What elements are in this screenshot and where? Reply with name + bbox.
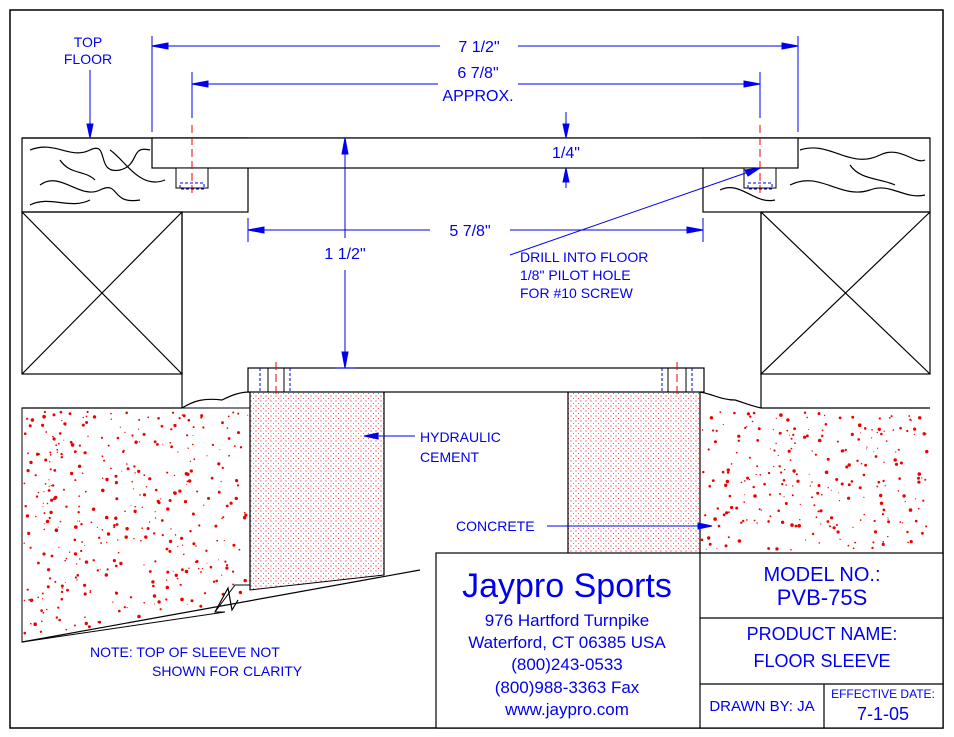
centerlines (191, 125, 761, 395)
dim-opening: 5 7/8" (449, 223, 490, 240)
product-value: FLOOR SLEEVE (753, 651, 890, 671)
label-drill-2: 1/8" PILOT HOLE (520, 267, 631, 283)
effective-date-label: EFFECTIVE DATE: (831, 687, 935, 701)
dim-plate-thickness: 1/4" (552, 145, 580, 162)
model-label: MODEL NO.: (763, 564, 880, 586)
top-plate (151, 137, 799, 190)
note-line-1: NOTE: TOP OF SLEEVE NOT (90, 644, 280, 660)
product-label: PRODUCT NAME: (747, 624, 898, 644)
company-address-2: Waterford, CT 06385 USA (468, 633, 666, 652)
dim-approx-word: APPROX. (442, 88, 513, 105)
joist-right (760, 211, 931, 408)
label-hydraulic-1: HYDRAULIC (420, 429, 501, 445)
drawn-by: DRAWN BY: JA (709, 698, 814, 715)
sleeve-plate (247, 367, 705, 393)
concrete-left (21, 407, 251, 643)
dim-overall: 7 1/2" (458, 39, 499, 56)
company-name: Jaypro Sports (462, 567, 672, 605)
company-phone: (800)243-0533 (511, 655, 623, 674)
title-block (435, 552, 944, 729)
company-fax: (800)988-3363 Fax (495, 678, 640, 697)
label-concrete: CONCRETE (456, 518, 535, 534)
effective-date-value: 7-1-05 (857, 704, 909, 724)
note-line-2: SHOWN FOR CLARITY (152, 663, 303, 679)
dimension-lines (86, 36, 799, 530)
model-value: PVB-75S (777, 585, 868, 610)
label-hydraulic-2: CEMENT (420, 449, 480, 465)
joist-left (21, 211, 183, 408)
concrete-right (700, 408, 930, 553)
company-address-1: 976 Hartford Turnpike (485, 611, 649, 630)
label-top-floor-2: FLOOR (64, 51, 112, 67)
company-website: www.jaypro.com (504, 700, 629, 719)
label-top-floor-1: TOP (74, 34, 103, 50)
label-drill-1: DRILL INTO FLOOR (520, 249, 648, 265)
dim-depth: 1 1/2" (324, 246, 365, 263)
label-drill-3: FOR #10 SCREW (520, 285, 634, 301)
dim-approx: 6 7/8" (457, 65, 498, 82)
